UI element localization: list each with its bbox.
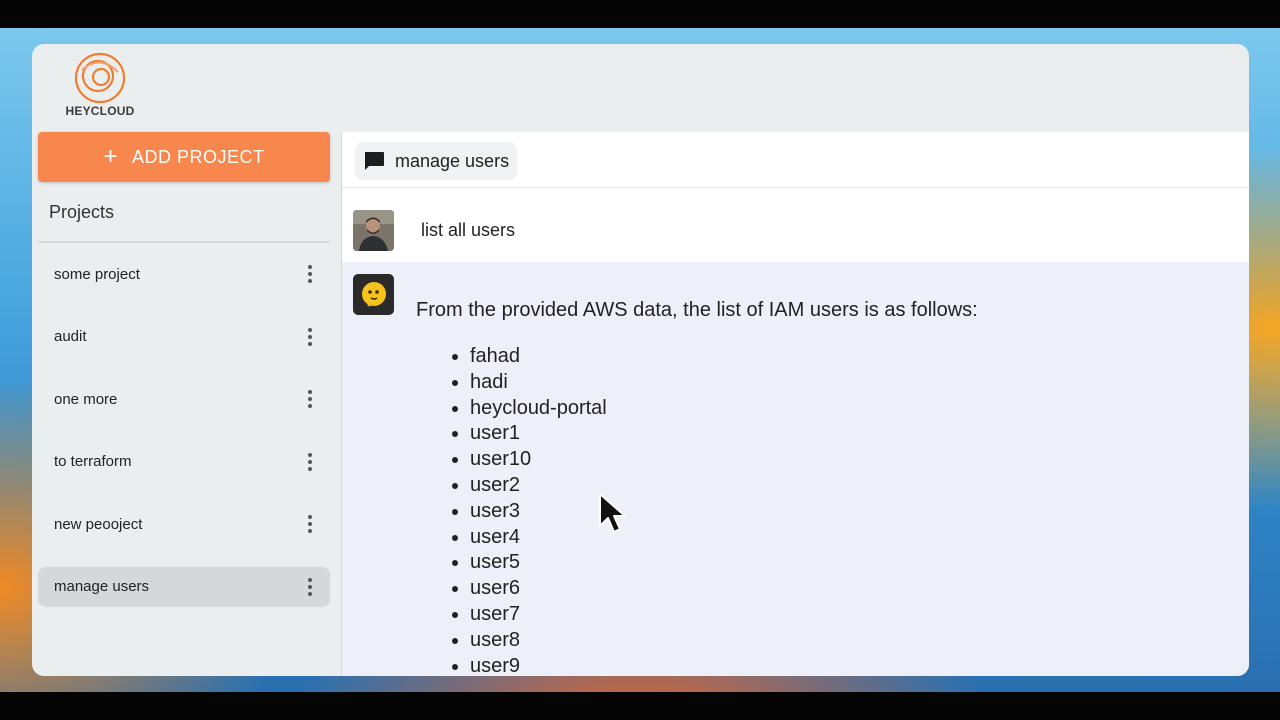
list-item: fahad [470, 344, 607, 370]
project-item-label: audit [54, 328, 87, 345]
list-item: user7 [470, 602, 607, 628]
user-message: list all users [342, 189, 1249, 262]
plus-icon: + [103, 143, 118, 170]
list-item: user3 [470, 499, 607, 525]
chat-title: manage users [395, 150, 510, 171]
project-item-manage-users[interactable]: manage users [38, 566, 330, 607]
project-item-label: manage users [54, 578, 150, 595]
more-options-icon[interactable] [304, 577, 316, 596]
iam-user-list: fahad hadi heycloud-portal user1 user10 … [470, 344, 607, 676]
top-letterbox [0, 0, 1280, 28]
brand-logo[interactable]: HEYCLOUD [60, 48, 140, 120]
more-options-icon[interactable] [304, 515, 316, 533]
chat-title-chip[interactable]: manage users [355, 142, 518, 180]
project-item-some-project[interactable]: some project [38, 254, 330, 294]
bot-avatar [353, 274, 394, 315]
heycloud-swirl-logo-icon [74, 52, 126, 104]
more-options-icon[interactable] [304, 390, 316, 408]
project-item-one-more[interactable]: one more [38, 379, 330, 419]
sidebar: + ADD PROJECT Projects some project audi… [32, 132, 338, 676]
mouse-pointer-icon [599, 493, 626, 533]
project-item-to-terraform[interactable]: to terraform [38, 442, 330, 482]
project-list: some project audit one more to terraform… [38, 254, 330, 629]
list-item: user5 [470, 550, 607, 576]
sidebar-divider [38, 241, 330, 243]
more-options-icon[interactable] [304, 265, 316, 283]
user-message-text: list all users [421, 220, 516, 240]
project-item-label: one more [54, 390, 118, 408]
more-options-icon[interactable] [304, 452, 316, 471]
add-project-button[interactable]: + ADD PROJECT [38, 132, 330, 182]
list-item: user2 [470, 473, 607, 499]
assistant-message: From the provided AWS data, the list of … [342, 262, 1249, 676]
chat-header: manage users [342, 132, 1249, 188]
list-item: user1 [470, 421, 607, 447]
more-options-icon[interactable] [304, 327, 316, 346]
project-item-label: some project [54, 265, 140, 283]
projects-heading: Projects [49, 202, 115, 222]
project-item-label: to terraform [54, 453, 132, 470]
list-item: user10 [470, 447, 607, 473]
app-window: HEYCLOUD + ADD PROJECT Projects some pro… [32, 44, 1249, 676]
list-item: heycloud-portal [470, 396, 607, 422]
brand-name: HEYCLOUD [65, 104, 135, 118]
list-item: user9 [470, 654, 607, 676]
chat-panel: manage users list all users [341, 132, 1249, 676]
chat-bubble-icon [365, 152, 384, 170]
list-item: hadi [470, 370, 607, 396]
project-item-new-peooject[interactable]: new peooject [38, 504, 330, 544]
assistant-intro-text: From the provided AWS data, the list of … [416, 299, 978, 321]
list-item: user4 [470, 525, 607, 551]
project-item-audit[interactable]: audit [38, 317, 330, 357]
add-project-label: ADD PROJECT [132, 146, 265, 167]
project-item-label: new peooject [54, 515, 143, 533]
list-item: user6 [470, 576, 607, 602]
list-item: user8 [470, 628, 607, 654]
user-photo-avatar [353, 210, 394, 251]
bottom-letterbox [0, 692, 1280, 720]
